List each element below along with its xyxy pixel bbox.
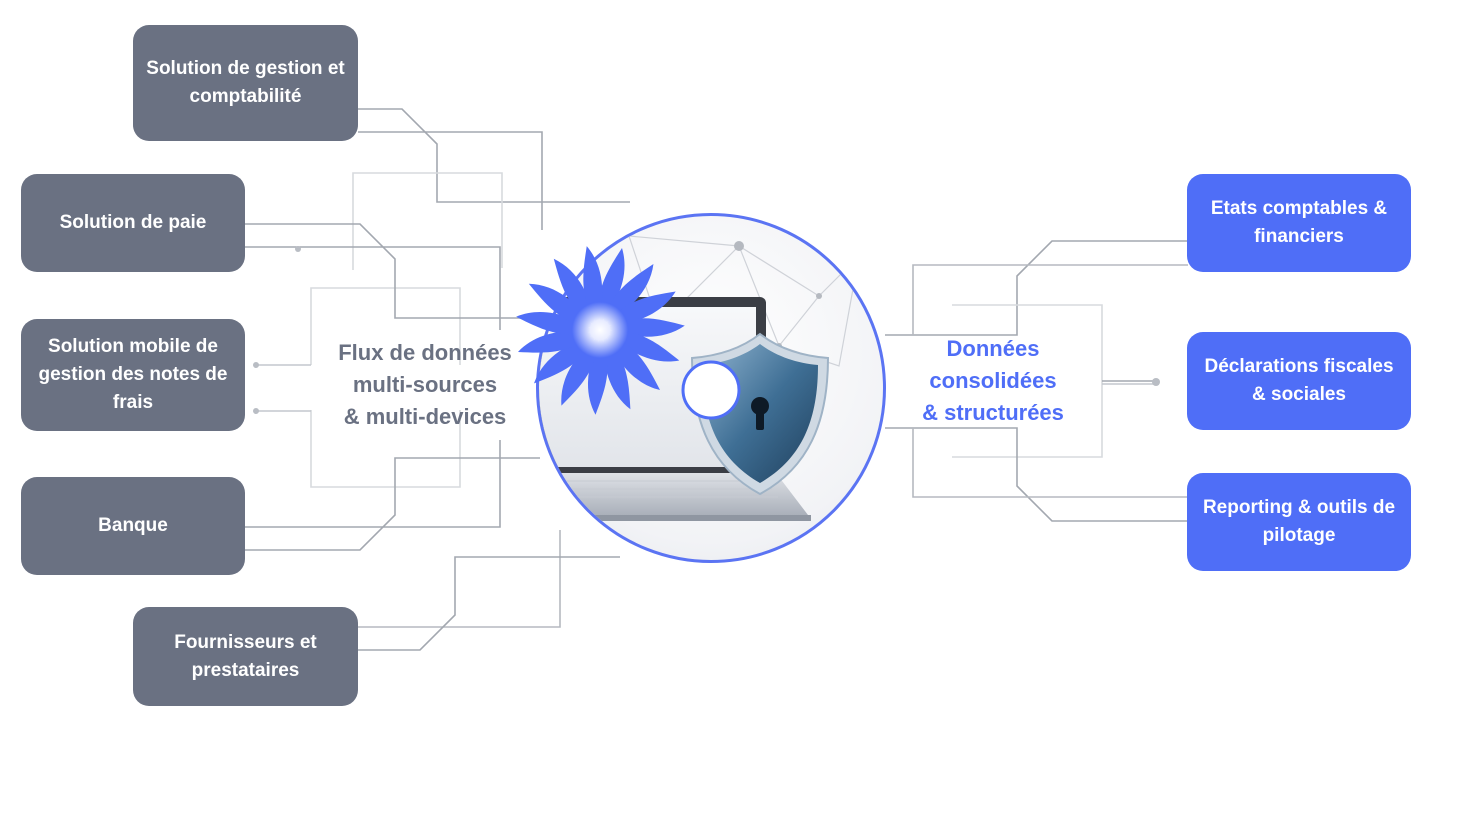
source-label: Fournisseurs et prestataires (174, 631, 317, 681)
left-caption: Flux de données multi-sources & multi-de… (318, 337, 532, 433)
right-caption: Données consolidées & structurées (895, 333, 1091, 429)
source-label: Banque (98, 515, 168, 536)
source-expense-mobile: Solution mobile de gestion des notes de … (21, 319, 245, 431)
ring-icon (681, 360, 741, 420)
output-label: Déclarations fiscales & sociales (1204, 356, 1394, 405)
output-reporting: Reporting & outils de pilotage (1187, 473, 1411, 571)
source-label: Solution mobile de gestion des notes de … (38, 336, 228, 413)
output-label: Reporting & outils de pilotage (1202, 497, 1396, 546)
source-label: Solution de gestion et comptabilité (146, 58, 345, 107)
source-accounting: Solution de gestion et comptabilité (133, 25, 358, 141)
right-caption-line: consolidées (929, 368, 1057, 393)
left-caption-line: multi-sources (352, 372, 498, 397)
right-caption-line: & structurées (922, 400, 1064, 425)
spiral-logo-icon (516, 246, 685, 415)
source-suppliers: Fournisseurs et prestataires (133, 607, 358, 706)
source-bank: Banque (21, 477, 245, 575)
output-tax-declarations: Déclarations fiscales & sociales (1187, 332, 1411, 430)
source-label: Solution de paie (59, 212, 207, 233)
left-caption-line: Flux de données (338, 340, 512, 365)
right-caption-line: Données (946, 336, 1040, 361)
source-payroll: Solution de paie (21, 174, 245, 272)
left-caption-line: & multi-devices (343, 404, 507, 429)
output-label: Etats comptables & financiers (1210, 198, 1388, 247)
output-financial-statements: Etats comptables & financiers (1187, 174, 1411, 272)
